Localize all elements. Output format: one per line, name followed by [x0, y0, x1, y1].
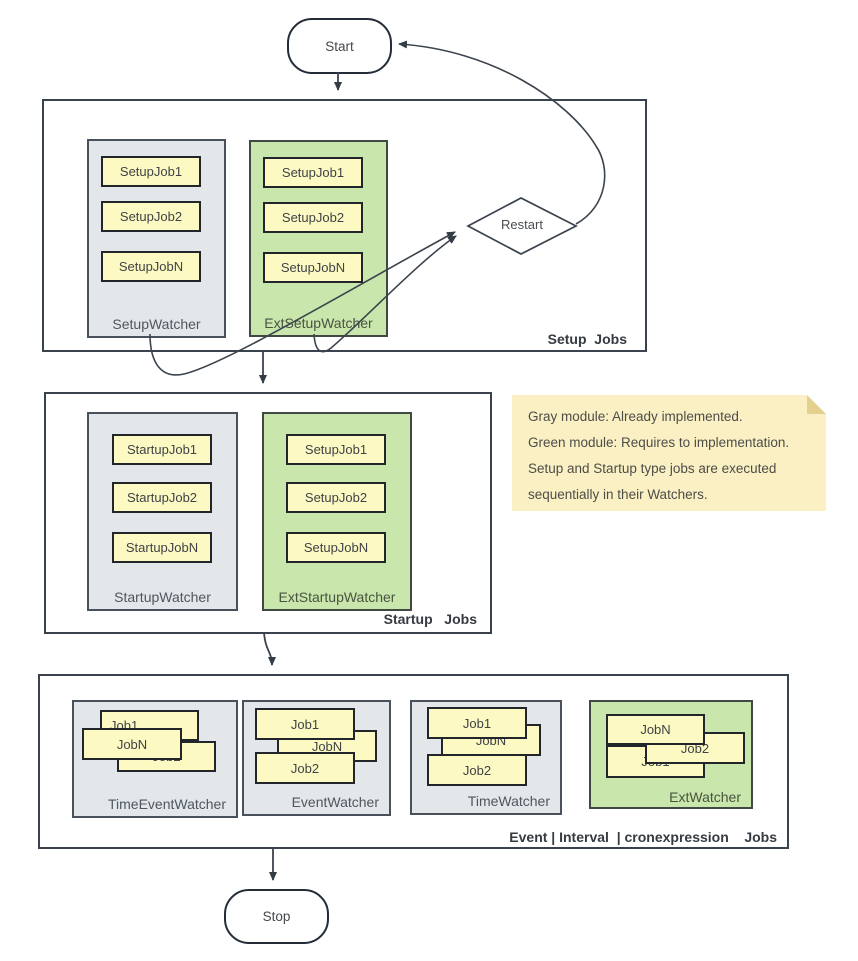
setup-job-box: SetupJob2 — [101, 201, 201, 232]
watcher-name-label: ExtSetupWatcher — [264, 315, 373, 331]
watcher-name-label: TimeWatcher — [467, 793, 550, 809]
startup-job-box: StartupJobN — [112, 532, 212, 563]
setup-job-box: SetupJobN — [263, 252, 363, 283]
event-job-box: JobN — [606, 714, 705, 745]
startup-section-label: Startup Jobs — [383, 611, 477, 627]
watcher-name-label: EventWatcher — [291, 794, 379, 810]
watcher-name-label: StartupWatcher — [114, 589, 211, 605]
time-event-watcher-module: Job1 JobN Job2 TimeEventWatcher — [72, 700, 238, 818]
startup-job-box: SetupJob1 — [286, 434, 386, 465]
note-text-line: Gray module: Already implemented. — [528, 409, 743, 424]
event-job-box: JobN — [82, 728, 182, 760]
startup-watcher-module: StartupJob1 StartupJob2 StartupJobN Star… — [87, 412, 238, 611]
startup-job-box: SetupJob2 — [286, 482, 386, 513]
ext-startup-watcher-module: SetupJob1 SetupJob2 SetupJobN ExtStartup… — [262, 412, 412, 611]
watcher-name-label: ExtStartupWatcher — [278, 589, 396, 605]
event-job-box: Job2 — [255, 752, 355, 784]
event-section-label: Event | Interval | cronexpression Jobs — [509, 829, 777, 845]
watcher-name-label: TimeEventWatcher — [108, 796, 226, 812]
stop-node: Stop — [224, 889, 329, 944]
event-job-box: Job1 — [255, 708, 355, 740]
setup-job-box: SetupJob1 — [263, 157, 363, 188]
start-node: Start — [287, 18, 392, 74]
note-text-line: Setup and Startup type jobs are executed — [528, 461, 777, 476]
note-text-line: sequentially in their Watchers. — [528, 487, 708, 502]
event-jobs-container: Job1 JobN Job2 TimeEventWatcher Job1 Job… — [38, 674, 789, 849]
startup-job-box: SetupJobN — [286, 532, 386, 563]
setup-job-box: SetupJob1 — [101, 156, 201, 187]
startup-job-box: StartupJob1 — [112, 434, 212, 465]
setup-section-label: Setup Jobs — [547, 331, 627, 347]
legend-note: Gray module: Already implemented. Green … — [512, 395, 826, 511]
arrow-startup-to-events — [263, 631, 276, 666]
watcher-name-label: ExtWatcher — [669, 789, 741, 805]
event-job-box: Job2 — [427, 754, 527, 786]
restart-decision-label: Restart — [501, 217, 543, 232]
event-job-box: Job1 — [427, 707, 527, 739]
startup-jobs-container: StartupJob1 StartupJob2 StartupJobN Star… — [44, 392, 492, 634]
setup-job-box: SetupJobN — [101, 251, 201, 282]
startup-job-box: StartupJob2 — [112, 482, 212, 513]
event-watcher-module: Job1 JobN Job2 EventWatcher — [242, 700, 391, 816]
time-watcher-module: Job1 JobN Job2 TimeWatcher — [410, 700, 562, 815]
setup-watcher-module: SetupJob1 SetupJob2 SetupJobN SetupWatch… — [87, 139, 226, 338]
note-folded-corner-icon — [807, 395, 826, 414]
setup-job-box: SetupJob2 — [263, 202, 363, 233]
note-text-line: Green module: Requires to implementation… — [528, 435, 790, 450]
ext-watcher-module: JobN Job2 Job1 ExtWatcher — [589, 700, 753, 809]
watcher-name-label: SetupWatcher — [112, 316, 201, 332]
ext-setup-watcher-module: SetupJob1 SetupJob2 SetupJobN ExtSetupWa… — [249, 140, 388, 337]
